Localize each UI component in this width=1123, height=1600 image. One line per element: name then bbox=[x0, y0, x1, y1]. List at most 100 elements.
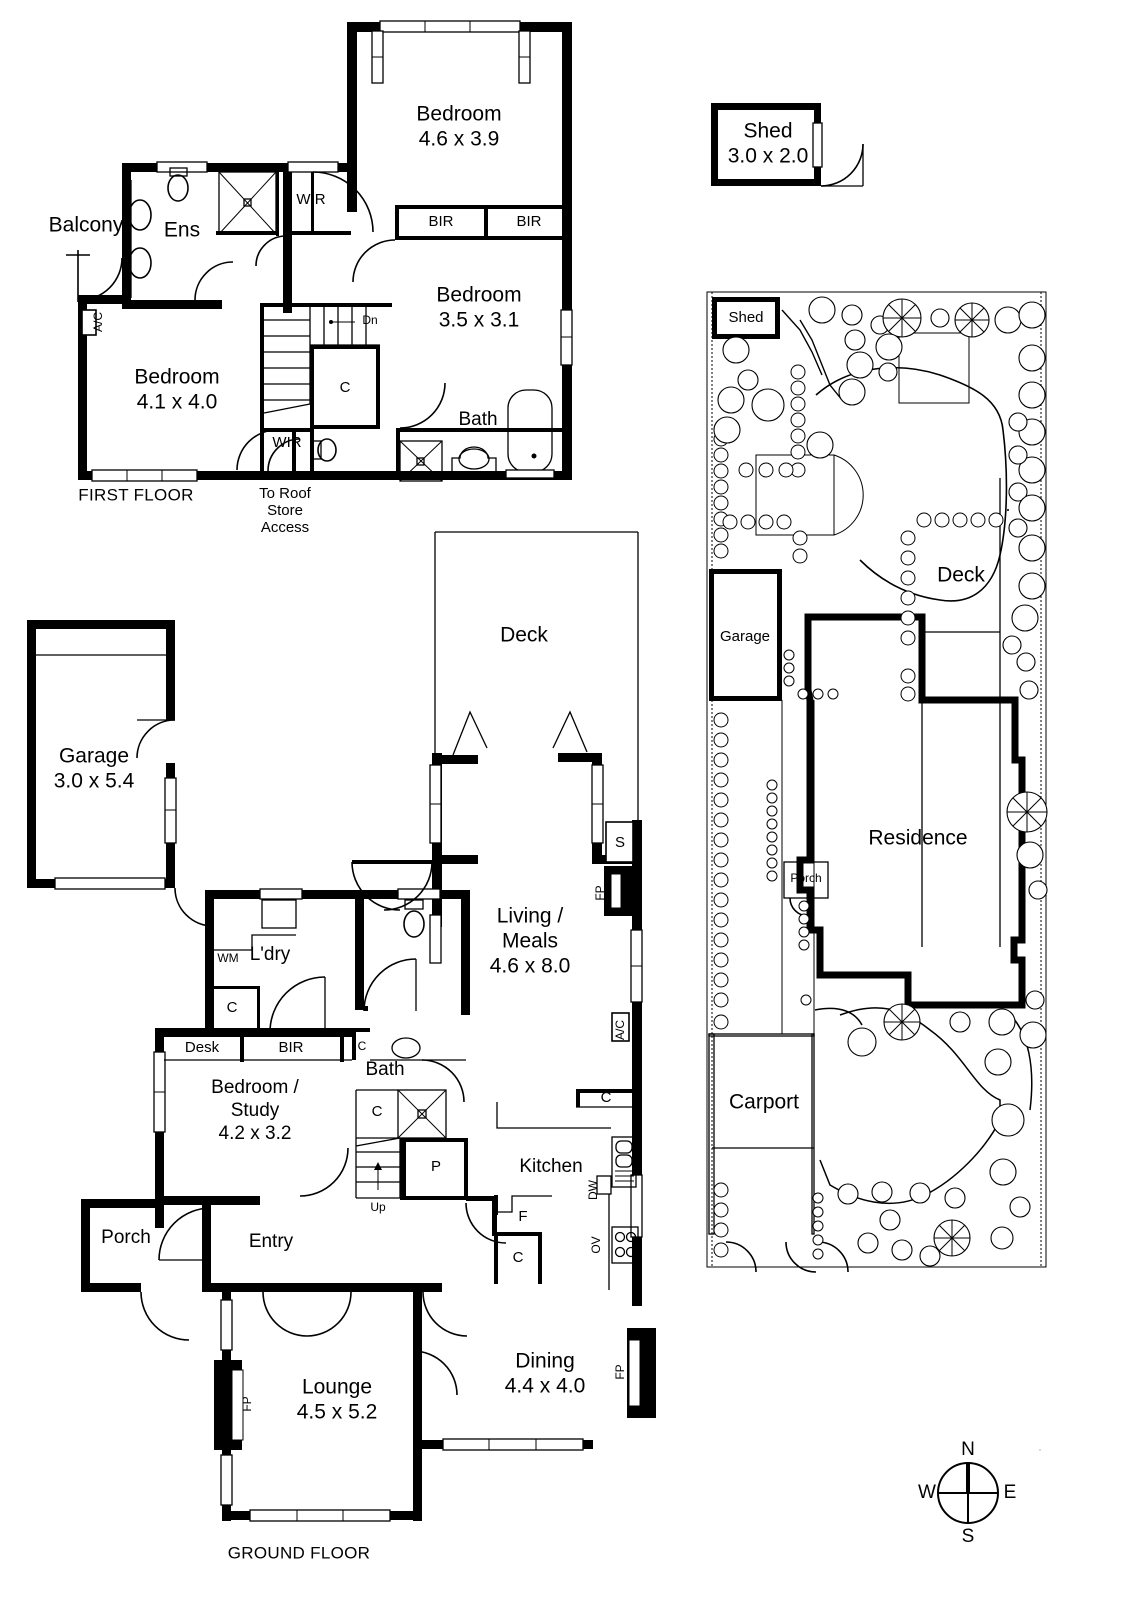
living-line2: Meals bbox=[502, 930, 558, 953]
wall-shed-bottom bbox=[711, 179, 821, 186]
site-porch bbox=[783, 861, 829, 899]
fireplace-living bbox=[604, 866, 642, 916]
up-label: Up bbox=[370, 1200, 386, 1214]
door-swing-balcony bbox=[79, 257, 123, 301]
wall-ff-bath-left bbox=[396, 428, 572, 432]
site-plan: Shed Garage Deck Residence Porch Carport bbox=[706, 291, 1048, 1451]
wall-ff-stair-top bbox=[260, 303, 392, 307]
garage-dims: 3.0 x 5.4 bbox=[54, 770, 135, 793]
compass-north: N bbox=[961, 1439, 975, 1460]
wall-garage-top bbox=[27, 620, 175, 629]
bedroom1-name: Bedroom bbox=[416, 103, 501, 126]
door-swing-kitchen bbox=[465, 1202, 507, 1244]
down-label: Dn bbox=[362, 313, 377, 327]
ac-label-ff: A/C bbox=[91, 312, 105, 332]
wall-ff-bed3-topleft bbox=[78, 295, 128, 304]
sink-label: S bbox=[615, 834, 625, 851]
door-swing-wc bbox=[363, 958, 417, 1012]
entry-label: Entry bbox=[249, 1231, 294, 1252]
door-swing-bath-ff bbox=[399, 382, 446, 429]
shed-detail-plan: Shed 3.0 x 2.0 bbox=[711, 103, 864, 187]
bir-gf-label: BIR bbox=[278, 1039, 303, 1056]
fridge-label: F bbox=[518, 1208, 527, 1225]
site-deck-label: Deck bbox=[937, 564, 985, 587]
compass-south: S bbox=[962, 1526, 975, 1547]
bedroom2-dims: 3.5 x 3.1 bbox=[439, 309, 520, 332]
basin-bath-gf bbox=[391, 1037, 421, 1059]
wall-ff-bed3-left bbox=[78, 295, 87, 480]
door-swing-dining bbox=[412, 1350, 458, 1396]
door-swing-ens bbox=[194, 261, 234, 301]
compass-rose: N S W E bbox=[918, 1439, 1016, 1547]
site-tree-detail bbox=[883, 299, 1047, 1256]
ac-unit-ff bbox=[81, 309, 97, 336]
dishwasher-label: DW bbox=[586, 1179, 600, 1200]
window-ff-wir bbox=[287, 161, 339, 173]
roof-access-line1: To Roof bbox=[259, 485, 312, 502]
window-living-left2 bbox=[429, 914, 442, 964]
wall-ff-shower-bottom bbox=[216, 231, 279, 235]
window-dining-bottom bbox=[442, 1438, 584, 1451]
dishwasher-box bbox=[596, 1175, 612, 1195]
bedroom2-name: Bedroom bbox=[436, 284, 521, 307]
shower-bath-ff bbox=[399, 440, 443, 482]
wall-ldry-right bbox=[355, 890, 364, 1010]
roof-access-line2: Store bbox=[267, 502, 303, 519]
site-porch-label: Porch bbox=[790, 871, 821, 885]
window-ff-bedroom1-top bbox=[379, 20, 521, 33]
wall-hall-top bbox=[352, 860, 432, 864]
door-swing-entry bbox=[158, 1207, 212, 1261]
study-line1: Bedroom / bbox=[211, 1077, 299, 1098]
fireplace-lounge-label: FP bbox=[240, 1396, 254, 1411]
wall-shed-left bbox=[711, 103, 718, 186]
wall-entry-bottom bbox=[202, 1283, 442, 1292]
wall-wc-right bbox=[461, 890, 470, 1015]
bedroom1-dims: 4.6 x 3.9 bbox=[419, 128, 500, 151]
wir-top-label: WIR bbox=[296, 191, 325, 208]
door-swing-front-gate bbox=[817, 1241, 849, 1273]
door-swing-bath-gf bbox=[421, 1059, 465, 1103]
door-swing-lounge-b bbox=[306, 1291, 352, 1337]
oven-label: OV bbox=[589, 1236, 603, 1253]
ground-floor-title: GROUND FLOOR bbox=[228, 1543, 370, 1562]
wall-study-top bbox=[155, 1028, 355, 1037]
door-swing-wir-top bbox=[255, 235, 287, 267]
wall-shed-top bbox=[711, 103, 821, 110]
closet-stair-label: C bbox=[372, 1103, 383, 1120]
window-ldry bbox=[259, 888, 303, 900]
study-dims: 4.2 x 3.2 bbox=[219, 1123, 292, 1144]
dining-name: Dining bbox=[515, 1350, 575, 1373]
ground-floor-plan: Garage 3.0 x 5.4 Deck S FP bbox=[27, 531, 656, 1562]
vanity-bath-ff bbox=[451, 446, 497, 472]
bath-ff-label: Bath bbox=[458, 409, 497, 430]
toilet-ens bbox=[167, 174, 189, 202]
bedroom3-dims: 4.1 x 4.0 bbox=[137, 391, 218, 414]
closet-ldry-label: C bbox=[227, 999, 238, 1016]
wall-ff-wir-right bbox=[283, 163, 292, 313]
bath-gf-label: Bath bbox=[365, 1059, 404, 1080]
shed-detail-dims: 3.0 x 2.0 bbox=[728, 145, 809, 168]
living-line1: Living / bbox=[497, 905, 564, 928]
wall-porch-left bbox=[81, 1199, 90, 1291]
washing-machine-label: WM bbox=[217, 951, 238, 965]
wall-ff-ens-bottom bbox=[122, 300, 222, 309]
door-swing-carport-a bbox=[725, 1241, 757, 1273]
bench-kitchen-b bbox=[492, 1195, 552, 1213]
wall-garage-left bbox=[27, 620, 36, 888]
oven-hob bbox=[611, 1226, 639, 1264]
wall-gf-right bbox=[632, 916, 642, 1306]
wall-garage-right-a bbox=[166, 620, 175, 720]
closet-kitchen2-label: C bbox=[513, 1249, 524, 1266]
basin-ens-1 bbox=[128, 199, 152, 231]
bedroom3-name: Bedroom bbox=[134, 366, 219, 389]
site-residence-outline bbox=[796, 613, 1026, 1009]
ac-label-gf: A/C bbox=[613, 1020, 627, 1040]
ac-unit-gf bbox=[611, 1012, 630, 1042]
door-swing-ldry bbox=[269, 976, 326, 1033]
lounge-dims: 4.5 x 5.2 bbox=[297, 1401, 378, 1424]
toilet-gf bbox=[403, 910, 425, 938]
compass-east: E bbox=[1004, 1482, 1017, 1503]
wall-porch-bottom bbox=[81, 1283, 141, 1292]
cooktop-kitchen bbox=[611, 1136, 637, 1188]
